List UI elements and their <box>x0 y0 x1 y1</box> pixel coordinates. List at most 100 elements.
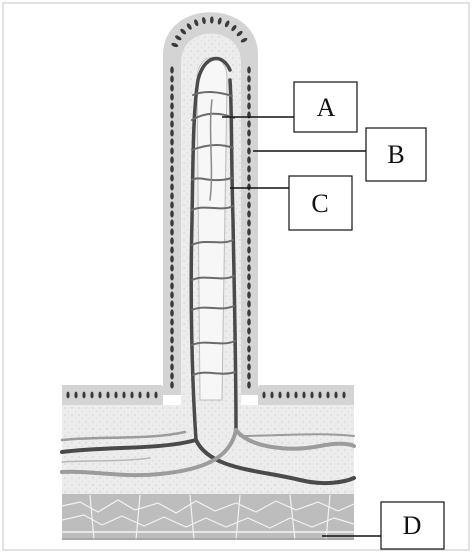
cell-nucleus <box>170 201 174 208</box>
cell-nucleus <box>278 392 281 399</box>
cell-nucleus <box>74 392 77 399</box>
cell-nucleus <box>247 228 251 235</box>
cell-nucleus <box>170 336 174 343</box>
cell-nucleus <box>247 246 251 253</box>
cell-nucleus <box>170 246 174 253</box>
cell-nucleus <box>247 336 251 343</box>
cell-nucleus <box>170 84 174 91</box>
cell-nucleus <box>247 93 251 100</box>
cell-nucleus <box>247 318 251 325</box>
label-a: A <box>317 93 336 122</box>
cell-nucleus <box>247 120 251 127</box>
cell-nucleus <box>106 392 109 399</box>
cell-nucleus <box>170 237 174 244</box>
label-b: B <box>387 140 404 169</box>
label-c-box: C <box>289 176 352 230</box>
cell-nucleus <box>302 392 305 399</box>
cell-nucleus <box>286 392 289 399</box>
cell-nucleus <box>247 327 251 334</box>
cell-nucleus <box>247 174 251 181</box>
cell-nucleus <box>170 363 174 370</box>
label-b-box: B <box>366 128 426 181</box>
cell-nucleus <box>247 165 251 172</box>
cell-nucleus <box>170 93 174 100</box>
cell-nucleus <box>247 66 251 73</box>
cell-nucleus <box>170 345 174 352</box>
cell-nucleus <box>170 183 174 190</box>
cell-nucleus <box>310 392 313 399</box>
cell-nucleus <box>247 372 251 379</box>
cell-nucleus <box>247 237 251 244</box>
cell-nucleus <box>170 291 174 298</box>
cell-nucleus <box>247 363 251 370</box>
cell-nucleus <box>122 392 125 399</box>
cell-nucleus <box>342 392 345 399</box>
cell-nucleus <box>170 174 174 181</box>
cell-nucleus <box>247 300 251 307</box>
cell-nucleus <box>247 129 251 136</box>
cell-nucleus <box>170 219 174 226</box>
cell-nucleus <box>318 392 321 399</box>
cell-nucleus <box>170 147 174 154</box>
cell-nucleus <box>90 392 93 399</box>
lacteal <box>197 58 227 401</box>
cell-nucleus <box>98 392 101 399</box>
cell-nucleus <box>247 282 251 289</box>
cell-nucleus <box>247 192 251 199</box>
cell-nucleus <box>247 75 251 82</box>
cell-nucleus <box>247 210 251 217</box>
cell-nucleus <box>247 354 251 361</box>
cell-nucleus <box>294 392 297 399</box>
cell-nucleus <box>247 156 251 163</box>
cell-nucleus <box>170 66 174 73</box>
cell-nucleus <box>247 183 251 190</box>
cell-nucleus <box>247 345 251 352</box>
muscle-layer <box>62 494 354 540</box>
label-d-box: D <box>381 502 444 549</box>
cell-nucleus <box>247 138 251 145</box>
cell-nucleus <box>170 264 174 271</box>
cell-nucleus <box>170 129 174 136</box>
cell-nucleus <box>247 381 251 388</box>
cell-nucleus <box>247 84 251 91</box>
cell-nucleus <box>247 273 251 280</box>
cell-nucleus <box>247 309 251 316</box>
cell-nucleus <box>170 381 174 388</box>
cell-nucleus <box>170 282 174 289</box>
cell-nucleus <box>170 228 174 235</box>
cell-nucleus <box>170 255 174 262</box>
cell-nucleus <box>170 372 174 379</box>
cell-nucleus <box>247 147 251 154</box>
label-d: D <box>403 511 422 540</box>
label-a-box: A <box>294 82 357 132</box>
cell-nucleus <box>170 102 174 109</box>
cell-nucleus <box>170 210 174 217</box>
cell-nucleus <box>170 192 174 199</box>
cell-nucleus <box>146 392 149 399</box>
cell-nucleus <box>247 219 251 226</box>
cell-nucleus <box>114 392 117 399</box>
cell-nucleus <box>170 156 174 163</box>
cell-nucleus <box>170 354 174 361</box>
cell-nucleus <box>170 111 174 118</box>
cell-nucleus <box>138 392 141 399</box>
cell-nucleus <box>247 291 251 298</box>
cell-nucleus <box>270 392 273 399</box>
cell-nucleus <box>170 318 174 325</box>
cell-nucleus <box>66 392 69 399</box>
cell-nucleus <box>170 327 174 334</box>
cell-nucleus <box>247 264 251 271</box>
cell-nucleus <box>170 165 174 172</box>
cell-nucleus <box>170 273 174 280</box>
cell-nucleus <box>247 255 251 262</box>
cell-nucleus <box>82 392 85 399</box>
cell-nucleus <box>130 392 133 399</box>
cell-nucleus <box>170 138 174 145</box>
cell-nucleus <box>170 300 174 307</box>
cell-nucleus <box>247 201 251 208</box>
label-c: C <box>311 189 328 218</box>
cell-nucleus <box>170 75 174 82</box>
cell-nucleus <box>334 392 337 399</box>
cell-nucleus <box>154 392 157 399</box>
